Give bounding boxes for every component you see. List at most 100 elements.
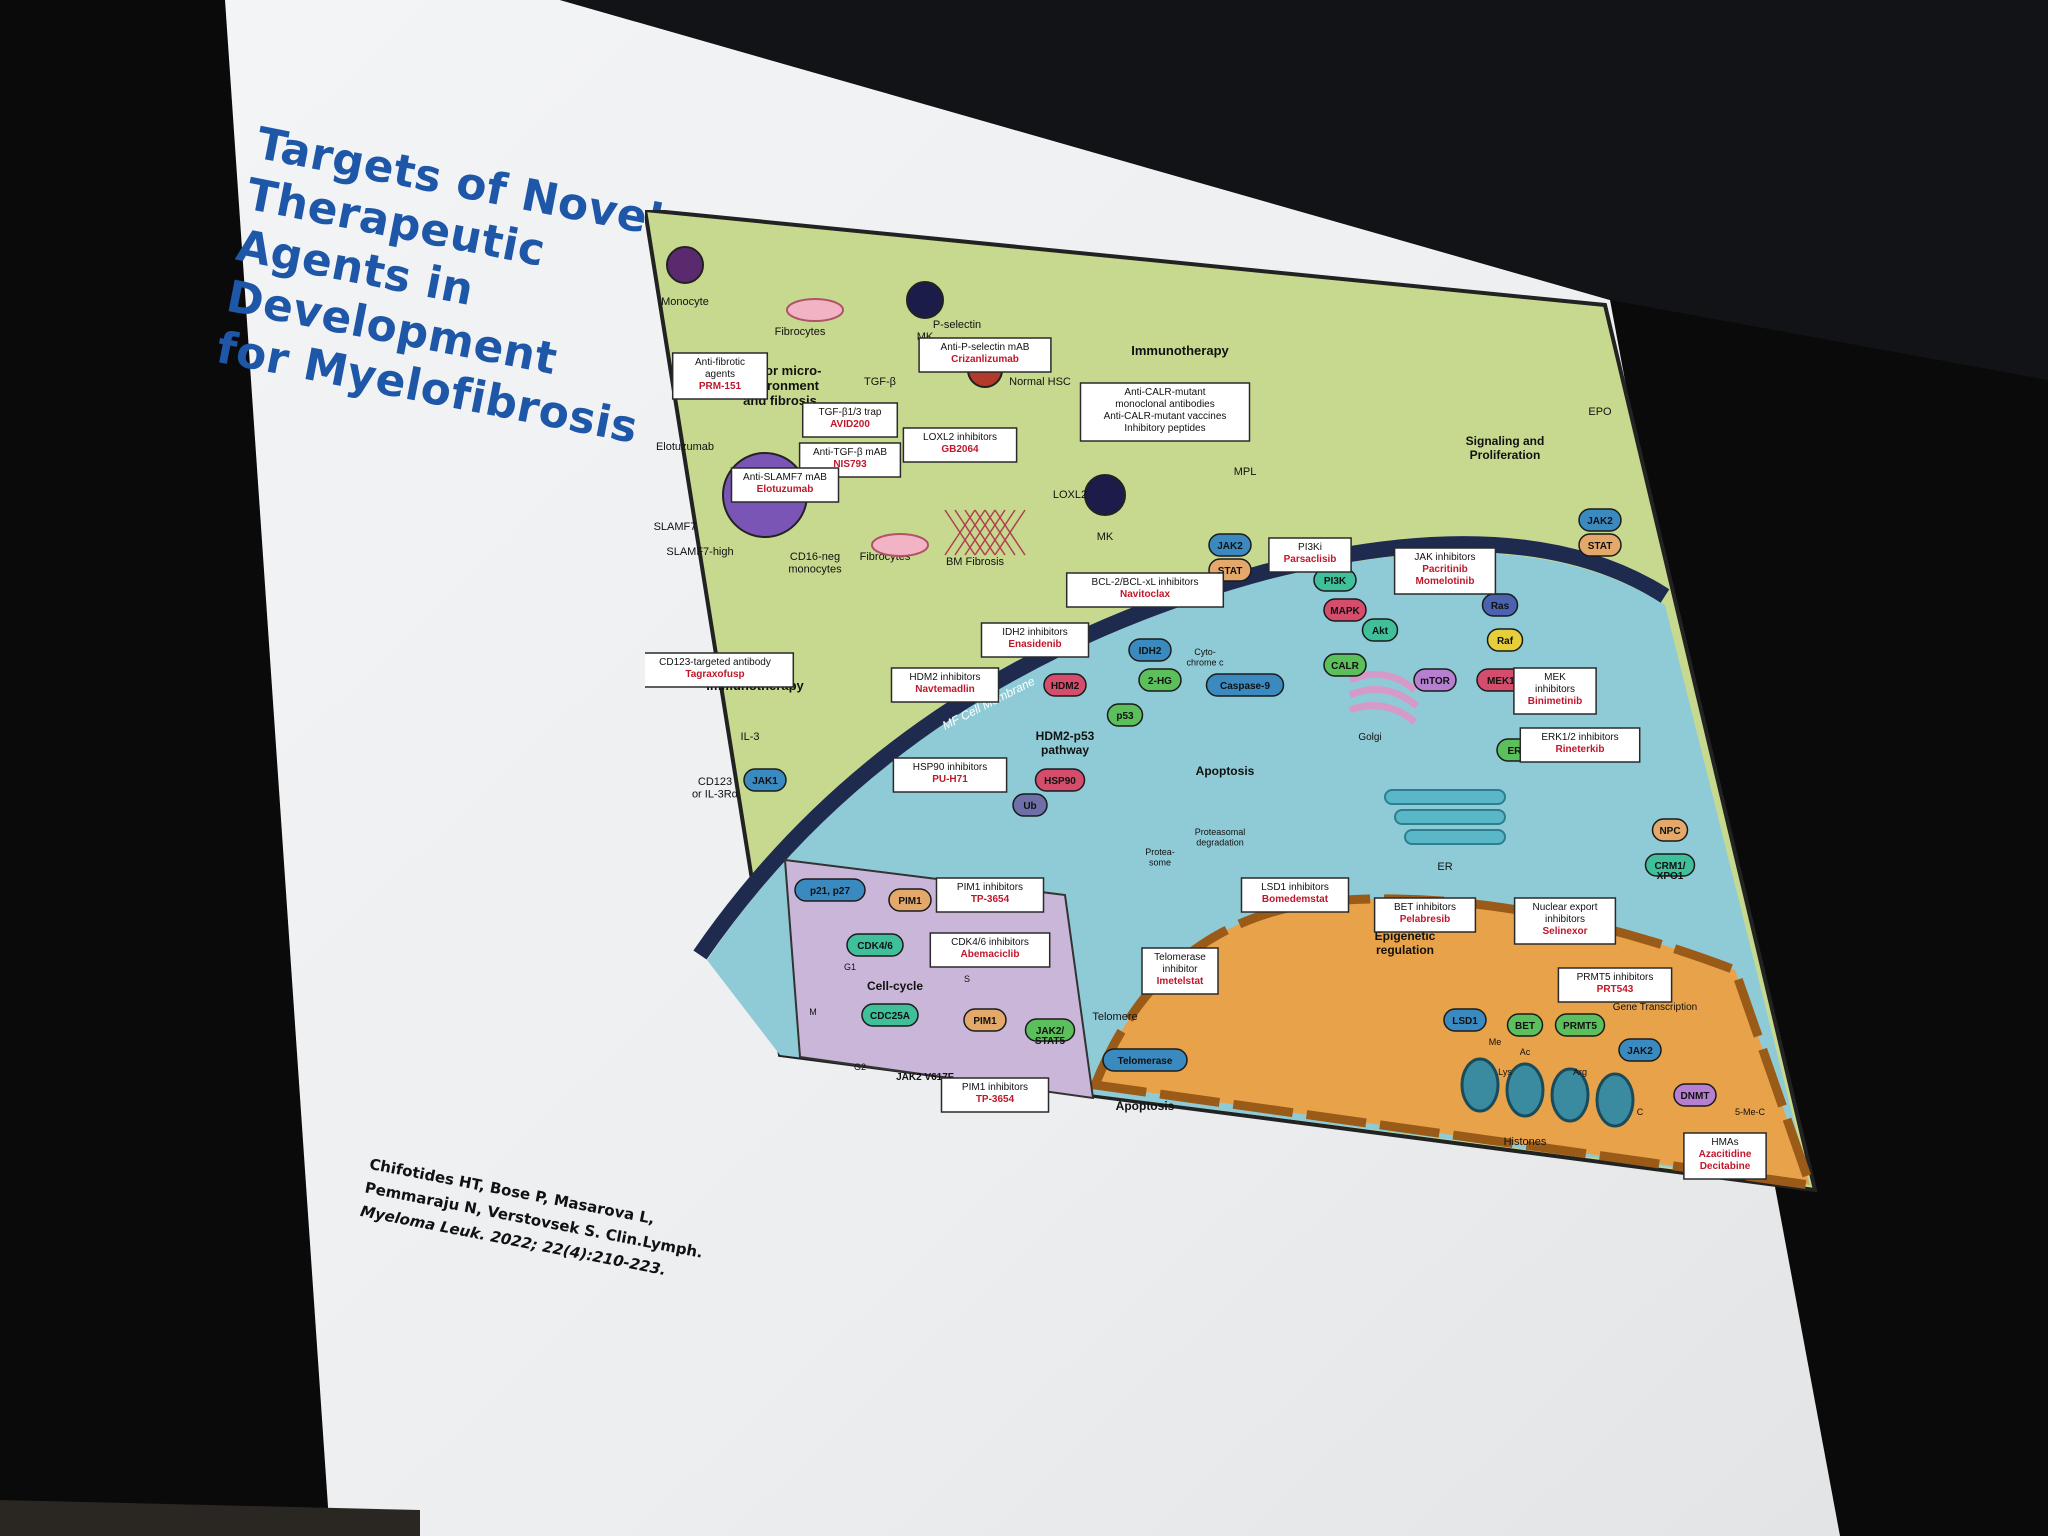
drug-box-drug: Imetelstat [1157, 976, 1204, 987]
molecule-label-jak: JAK2 [1217, 541, 1243, 552]
cell-label-eloutuzumab: Elotuzumab [656, 441, 714, 453]
label-g1: G1 [844, 962, 856, 972]
molecule-jak1 [743, 768, 787, 792]
drug-box-drug: Navtemadlin [915, 684, 974, 695]
section-jak2v617f: JAK2 V617F [896, 1072, 954, 1083]
section-telomere: Telomere [1092, 1011, 1137, 1023]
drug-box-title: LOXL2 inhibitors [923, 432, 997, 443]
molecule-label-prmt5: PRMT5 [1563, 1021, 1597, 1032]
section-proteasome: Protea-some [1145, 847, 1175, 867]
label-s: S [964, 974, 970, 984]
drug-box-drug: Bomedemstat [1262, 894, 1329, 905]
drug-box-drug: Pelabresib [1400, 914, 1451, 925]
label-c_letter: C [1637, 1107, 1644, 1117]
molecule-label-pi3k: PI3K [1324, 576, 1347, 587]
drug-box [671, 352, 769, 400]
molecule-label-raf: Raf [1497, 636, 1514, 647]
drug-box-title: Anti-TGF-β mAB [813, 447, 887, 458]
molecule-label-calr: CALR [1331, 661, 1360, 672]
section-immunotherapy_top: Immunotherapy [1131, 343, 1229, 358]
drug-box-drug: Enasidenib [1008, 639, 1061, 650]
cell-label-epo: EPO [1588, 406, 1612, 418]
drug-box-title: BET inhibitors [1394, 902, 1456, 913]
drug-box-drug: TP-3654 [976, 1094, 1015, 1105]
fibrocyte-shape [786, 298, 844, 322]
molecule-label-bet: BET [1515, 1021, 1535, 1032]
cell-mk_bottom [1084, 474, 1126, 516]
drug-box-title: Anti-SLAMF7 mAB [743, 472, 827, 483]
drug-box-drug: Abemaciclib [961, 949, 1020, 960]
drug-box [1065, 572, 1225, 608]
molecule-label-jak: JAK2 [1587, 516, 1613, 527]
label-me: Me [1489, 1037, 1502, 1047]
histones [1460, 1057, 1635, 1128]
molecule-jak [1578, 508, 1622, 532]
molecule-mtor [1413, 668, 1457, 692]
cell-label-mk_bottom: MK [1097, 531, 1114, 543]
cell-label-p_selectin: P-selectin [933, 319, 981, 331]
molecule-stat [1578, 533, 1622, 557]
drug-box-title: PI3Ki [1298, 542, 1322, 553]
label-lys: Lys [1498, 1067, 1512, 1077]
cell-label-bm_fibrosis: BM Fibrosis [946, 556, 1005, 568]
molecule-label-hdm2: HDM2 [1051, 681, 1080, 692]
drug-box [635, 652, 795, 688]
label-g2: G2 [854, 1062, 866, 1072]
molecule-prmt5 [1554, 1013, 1606, 1037]
fibrosis-mesh-line [994, 509, 1026, 556]
section-gene_transcription: Gene Transcription [1613, 1002, 1698, 1013]
molecule-label-pim1: PIM1 [973, 1016, 997, 1027]
molecule-label-ras: Ras [1491, 601, 1510, 612]
fibrosis-mesh-line [984, 509, 1016, 556]
drug-box [1513, 667, 1597, 715]
drug-box-title: HDM2 inhibitors [909, 672, 980, 683]
molecule-label-p53: p53 [1116, 711, 1134, 722]
cell-label-mpl: MPL [1234, 466, 1257, 478]
drug-box-drug: PRT543 [1597, 984, 1634, 995]
label-methylc: 5-Me-C [1735, 1107, 1766, 1117]
drug-box-title: CD123-targeted antibody [659, 657, 771, 668]
molecule-jak2stat5 [1024, 1018, 1076, 1042]
molecule-npc [1651, 818, 1689, 842]
drug-box-drug: PRM-151 [699, 381, 742, 392]
cell-label-fibrocytes_top: Fibrocytes [775, 326, 826, 338]
cell-label-slamf7_high: SLAMF7-high [666, 546, 733, 558]
drug-box [1519, 727, 1641, 763]
molecule-label-lsd1: LSD1 [1452, 1016, 1478, 1027]
drug-box-drug: NIS793 [833, 459, 867, 470]
drug-box-title: JAK inhibitors [1414, 552, 1475, 563]
molecule-label-hsp90: HSP90 [1044, 776, 1076, 787]
drug-box-title: PIM1 inhibitors [957, 882, 1023, 893]
drug-box-drug: Elotuzumab [757, 484, 814, 495]
drug-box-title: CDK4/6 inhibitors [951, 937, 1029, 948]
cell-monocyte [666, 246, 704, 284]
molecule-label-idh2: IDH2 [1139, 646, 1162, 657]
molecule-raf [1486, 628, 1524, 652]
molecule-label-stat: STAT [1588, 541, 1613, 552]
section-er: ER [1437, 861, 1452, 873]
drug-box [929, 932, 1051, 968]
molecule-hg [1138, 668, 1182, 692]
drug-box [935, 877, 1045, 913]
drug-box-drug: Navitoclax [1120, 589, 1170, 600]
drug-box-drug: Selinexor [1542, 926, 1587, 937]
molecule-label-cdk46: CDK4/6 [857, 941, 893, 952]
molecule-label-pim1: PIM1 [898, 896, 922, 907]
drug-box-drug: Rineterkib [1556, 744, 1605, 755]
molecule-jak2_nuc [1618, 1038, 1662, 1062]
drug-box-title: PIM1 inhibitors [962, 1082, 1028, 1093]
molecule-pim1 [888, 888, 932, 912]
section-golgi: Golgi [1358, 732, 1381, 743]
section-apoptosis_nucleus: Apoptosis [1116, 1099, 1175, 1113]
cell-label-il3: IL-3 [741, 731, 760, 743]
molecule-ras [1481, 593, 1519, 617]
cell-mk_top [906, 281, 944, 319]
molecule-label-cdc25a: CDC25A [870, 1011, 910, 1022]
